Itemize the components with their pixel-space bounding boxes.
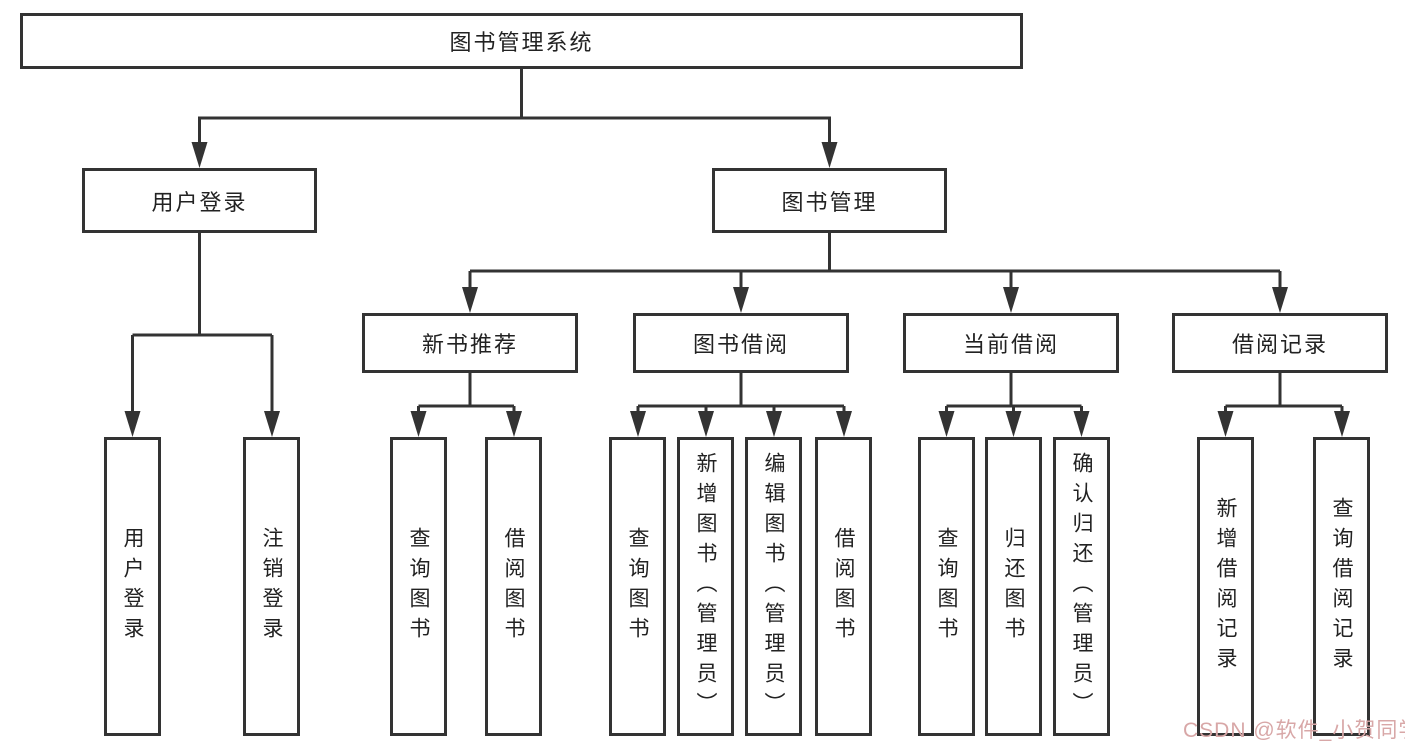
node-borrow-record: 借阅记录 — [1172, 313, 1388, 373]
arrow-down-icon — [124, 411, 141, 437]
node-label: 编辑图书（管理员） — [762, 451, 785, 722]
node-label: 查询图书 — [407, 526, 430, 647]
node-new-book-recommend: 新书推荐 — [362, 313, 578, 373]
node-label: 图书管理 — [781, 189, 878, 215]
arrow-down-icon — [630, 411, 646, 437]
node-add-book-admin: 新增图书（管理员） — [677, 437, 734, 736]
arrow-down-icon — [766, 411, 782, 437]
node-query-borrow-record: 查询借阅记录 — [1313, 437, 1370, 736]
node-current-borrow: 当前借阅 — [903, 313, 1119, 373]
arrow-down-icon — [410, 411, 427, 437]
node-label: 图书管理系统 — [449, 30, 594, 55]
csdn-watermark: CSDN @软件_小贺同学 — [1183, 719, 1405, 742]
node-label: 借阅图书 — [832, 526, 855, 647]
arrow-down-icon — [821, 142, 838, 168]
node-label: 查询借阅记录 — [1330, 496, 1353, 677]
arrow-down-icon — [1003, 287, 1019, 313]
node-edit-book-admin: 编辑图书（管理员） — [745, 437, 802, 736]
node-confirm-return-admin: 确认归还（管理员） — [1053, 437, 1110, 736]
arrow-down-icon — [191, 142, 208, 168]
arrow-down-icon — [698, 411, 714, 437]
node-label: 查询图书 — [626, 526, 649, 647]
node-label: 图书借阅 — [692, 332, 789, 357]
arrow-down-icon — [1073, 411, 1090, 437]
node-label: 新书推荐 — [421, 332, 518, 357]
node-user-login: 用户登录 — [82, 168, 317, 233]
node-label: 用户登录 — [121, 526, 144, 647]
arrow-down-icon — [506, 411, 522, 437]
arrow-down-icon — [733, 287, 749, 313]
node-label: 借阅图书 — [502, 526, 525, 647]
node-label: 新增图书（管理员） — [694, 451, 717, 722]
node-label: 注销登录 — [260, 526, 283, 647]
node-borrow-books-recommend: 借阅图书 — [485, 437, 542, 736]
arrow-down-icon — [1005, 411, 1022, 437]
node-label: 新增借阅记录 — [1214, 496, 1237, 677]
node-query-books-current: 查询图书 — [918, 437, 975, 736]
node-book-management: 图书管理 — [712, 168, 947, 233]
node-logout: 注销登录 — [243, 437, 300, 736]
node-label: 归还图书 — [1002, 526, 1025, 647]
node-label: 借阅记录 — [1231, 332, 1328, 357]
node-query-books-borrow: 查询图书 — [609, 437, 666, 736]
node-borrow-book: 借阅图书 — [815, 437, 872, 736]
node-label: 确认归还（管理员） — [1070, 451, 1093, 722]
arrow-down-icon — [1217, 411, 1234, 437]
node-book-borrow: 图书借阅 — [633, 313, 849, 373]
node-label: 用户登录 — [151, 189, 248, 215]
node-query-books-recommend: 查询图书 — [390, 437, 447, 736]
node-return-book: 归还图书 — [985, 437, 1042, 736]
arrow-down-icon — [264, 411, 280, 437]
node-library-system: 图书管理系统 — [20, 13, 1023, 69]
arrow-down-icon — [1272, 287, 1288, 313]
arrow-down-icon — [836, 411, 852, 437]
arrowheads — [124, 142, 1350, 437]
node-add-borrow-record: 新增借阅记录 — [1197, 437, 1254, 736]
arrow-down-icon — [938, 411, 955, 437]
arrow-down-icon — [462, 287, 478, 313]
arrow-down-icon — [1334, 411, 1350, 437]
node-user-login-action: 用户登录 — [104, 437, 161, 736]
node-label: 查询图书 — [935, 526, 958, 647]
node-label: 当前借阅 — [962, 332, 1059, 357]
